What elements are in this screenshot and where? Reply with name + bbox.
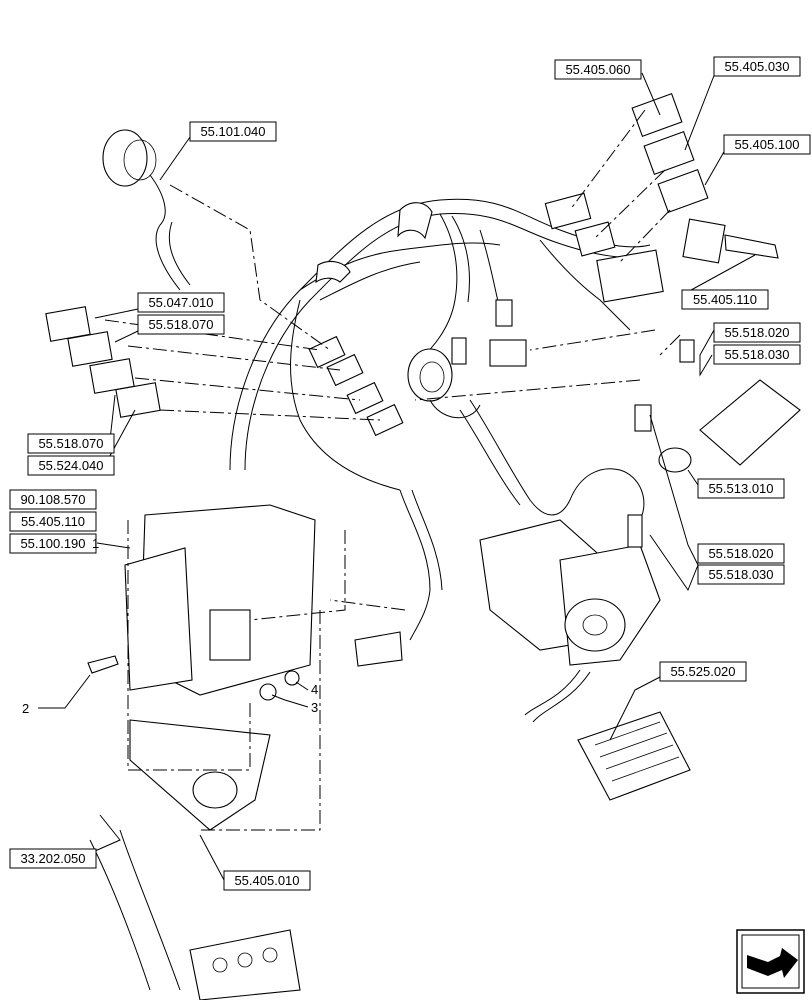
control-unit-bracket: [87, 504, 403, 701]
callout-55-047-010: 55.047.010: [148, 295, 213, 310]
pedal-assembly-right: [479, 339, 801, 801]
connector-cluster-top: [544, 93, 779, 303]
callout-55-513-010: 55.513.010: [708, 481, 773, 496]
pedal-assembly-lower-left: [89, 719, 301, 1000]
callout-55-405-030: 55.405.030: [724, 59, 789, 74]
callout-55-100-190: 55.100.190: [20, 536, 85, 551]
callout-55-518-020-top: 55.518.020: [724, 325, 789, 340]
callout-33-202-050: 33.202.050: [20, 851, 85, 866]
callout-55-405-110-left: 55.405.110: [21, 514, 85, 529]
callout-labels: 55.405.060 55.405.030 55.405.100 55.101.…: [20, 59, 799, 888]
next-page-arrow-icon[interactable]: [736, 929, 805, 994]
callout-55-525-020: 55.525.020: [670, 664, 735, 679]
callout-55-405-060: 55.405.060: [565, 62, 630, 77]
callout-55-405-110-right: 55.405.110: [693, 292, 757, 307]
harness-connectors-mid: [308, 299, 527, 437]
callout-55-524-040: 55.524.040: [38, 458, 103, 473]
callout-55-518-030-top: 55.518.030: [724, 347, 789, 362]
item-number-4: 4: [311, 682, 318, 697]
callout-55-101-040: 55.101.040: [200, 124, 265, 139]
relay-connectors-left: [45, 306, 161, 418]
item-number-3: 3: [311, 700, 318, 715]
callout-55-518-030-bottom: 55.518.030: [708, 567, 773, 582]
callout-55-518-070-top: 55.518.070: [148, 317, 213, 332]
round-plug: [102, 129, 191, 291]
wiring-harness: [229, 198, 651, 641]
dashed-leaders: [104, 109, 681, 831]
callout-boxes: [9, 56, 811, 891]
callout-90-108-570: 90.108.570: [20, 492, 85, 507]
callout-55-518-020-bottom: 55.518.020: [708, 546, 773, 561]
callout-55-405-010: 55.405.010: [234, 873, 299, 888]
callout-55-518-070-bottom: 55.518.070: [38, 436, 103, 451]
item-number-2: 2: [22, 701, 29, 716]
callout-55-405-100: 55.405.100: [734, 137, 799, 152]
item-number-1: 1: [92, 536, 99, 551]
